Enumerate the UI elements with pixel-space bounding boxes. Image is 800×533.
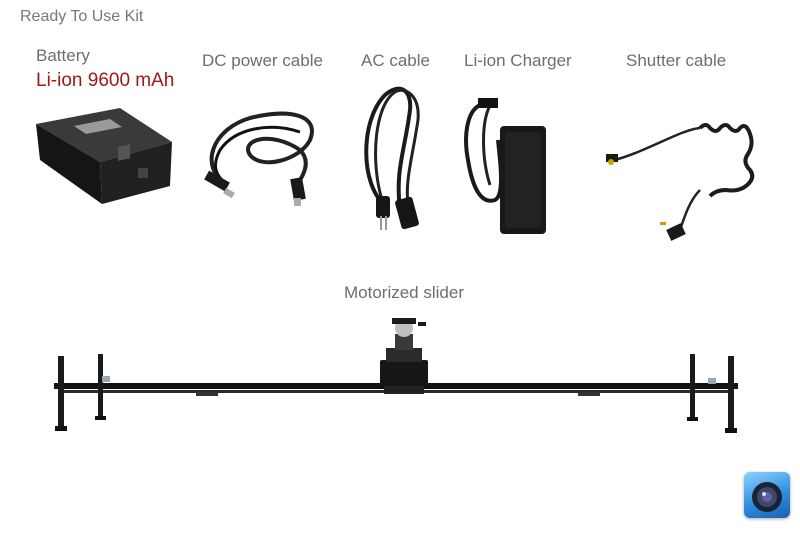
dc-cable-label: DC power cable [202,51,323,70]
camera-lens-icon [744,472,790,518]
slider-label: Motorized slider [344,283,464,302]
kit-title: Ready To Use Kit [20,8,144,25]
ac-cable-label: AC cable [361,51,430,70]
charger-label: Li-ion Charger [464,51,572,70]
battery-spec: Li-ion 9600 mAh [36,70,175,91]
battery-label: Battery [36,46,90,65]
shutter-cable-label: Shutter cable [626,51,727,70]
